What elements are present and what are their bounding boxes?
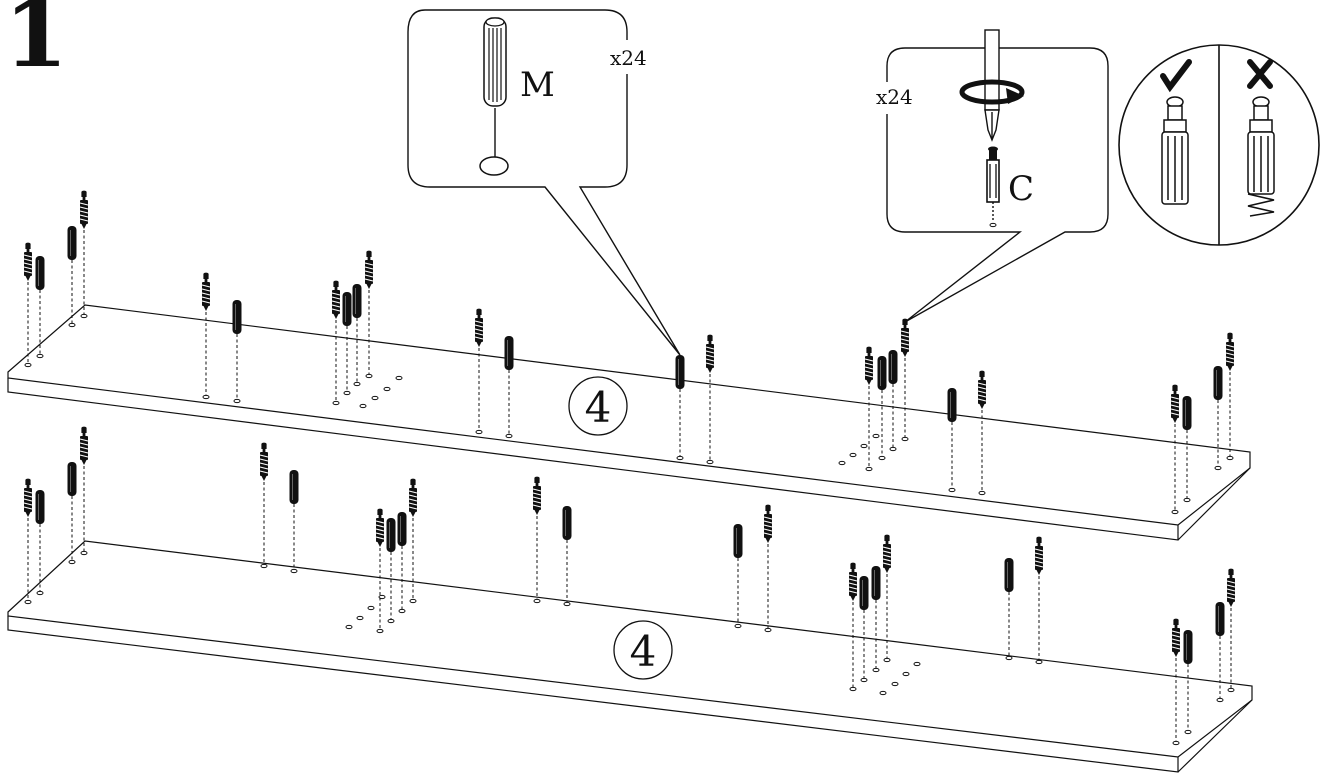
dowel-callout: x24 M (407, 9, 681, 356)
dowel-part (352, 283, 362, 319)
dowel-part (35, 489, 45, 525)
cam-bolt-part (408, 478, 418, 518)
cam-bolt-part (532, 476, 542, 516)
dowel-part (35, 255, 45, 291)
upper-panel-holes (24, 313, 1234, 515)
cam-bolt-part (1225, 332, 1235, 372)
dowel-part (1004, 557, 1014, 593)
panel-quantity-upper-label: 4 (585, 383, 612, 432)
upper-panel (7, 304, 1251, 541)
dowel-part (562, 505, 572, 541)
dowel-part (859, 575, 869, 611)
hardware-layer (23, 190, 1236, 741)
dowel-part (675, 354, 685, 390)
cam-bolt-quantity: x24 (876, 85, 913, 109)
cam-bolt-part (882, 534, 892, 574)
dowel-part-letter: M (520, 65, 555, 105)
dowel-part (1183, 629, 1193, 665)
lower-panel-holes (24, 550, 1235, 746)
cam-bolt-part (1170, 384, 1180, 424)
dowel-part (947, 387, 957, 423)
dowel-part (1182, 395, 1192, 431)
dowel-part (504, 335, 514, 371)
cam-bolt-part (23, 478, 33, 518)
cam-bolt-part (763, 504, 773, 544)
cam-bolt-part (331, 280, 341, 320)
cam-bolt-part (977, 370, 987, 410)
screwdriver-icon (984, 29, 1000, 142)
dowel-part (232, 299, 242, 335)
dowel-part (67, 461, 77, 497)
cam-bolt-part (1034, 536, 1044, 576)
correct-bolt-icon (1161, 96, 1189, 205)
dowel-part (386, 517, 396, 553)
cam-bolt-part (705, 334, 715, 374)
cross-icon (1247, 59, 1273, 89)
dowel-icon (479, 17, 509, 176)
rotate-arrow-icon (959, 79, 1025, 105)
dowel-part (397, 511, 407, 547)
dowel-part (871, 565, 881, 601)
cam-bolt-part (1171, 618, 1181, 658)
dowel-part (888, 349, 898, 385)
cam-bolt-part (1226, 568, 1236, 608)
step-number: 1 (4, 0, 68, 88)
dowel-part (1213, 365, 1223, 401)
dowel-part (877, 355, 887, 391)
dowel-part (1215, 601, 1225, 637)
cam-bolt-icon (986, 146, 1000, 228)
cam-bolt-part (201, 272, 211, 312)
cam-bolt-part (79, 190, 89, 230)
panel-quantity-upper: 4 (568, 376, 628, 436)
panel-quantity-lower: 4 (613, 620, 673, 680)
cam-bolt-part (364, 250, 374, 290)
cam-bolt-part (79, 426, 89, 466)
cam-bolt-part (259, 442, 269, 482)
cam-bolt-part (848, 562, 858, 602)
cam-bolt-part (864, 346, 874, 386)
cam-bolt-part (474, 308, 484, 348)
check-icon (1160, 59, 1192, 93)
dowel-part (67, 225, 77, 261)
wrong-bolt-icon (1247, 96, 1275, 217)
cam-bolt-callout: x24 C (870, 29, 1109, 323)
dowel-quantity: x24 (610, 46, 647, 70)
dowel-part (733, 523, 743, 559)
cam-bolt-part-letter: C (1008, 169, 1034, 209)
dowel-part (342, 291, 352, 327)
cam-bolt-part (900, 318, 910, 358)
correct-wrong-badge (1118, 44, 1320, 246)
dowel-part (289, 469, 299, 505)
panel-quantity-lower-label: 4 (630, 627, 657, 676)
cam-bolt-part (23, 242, 33, 282)
cam-bolt-part (375, 508, 385, 548)
